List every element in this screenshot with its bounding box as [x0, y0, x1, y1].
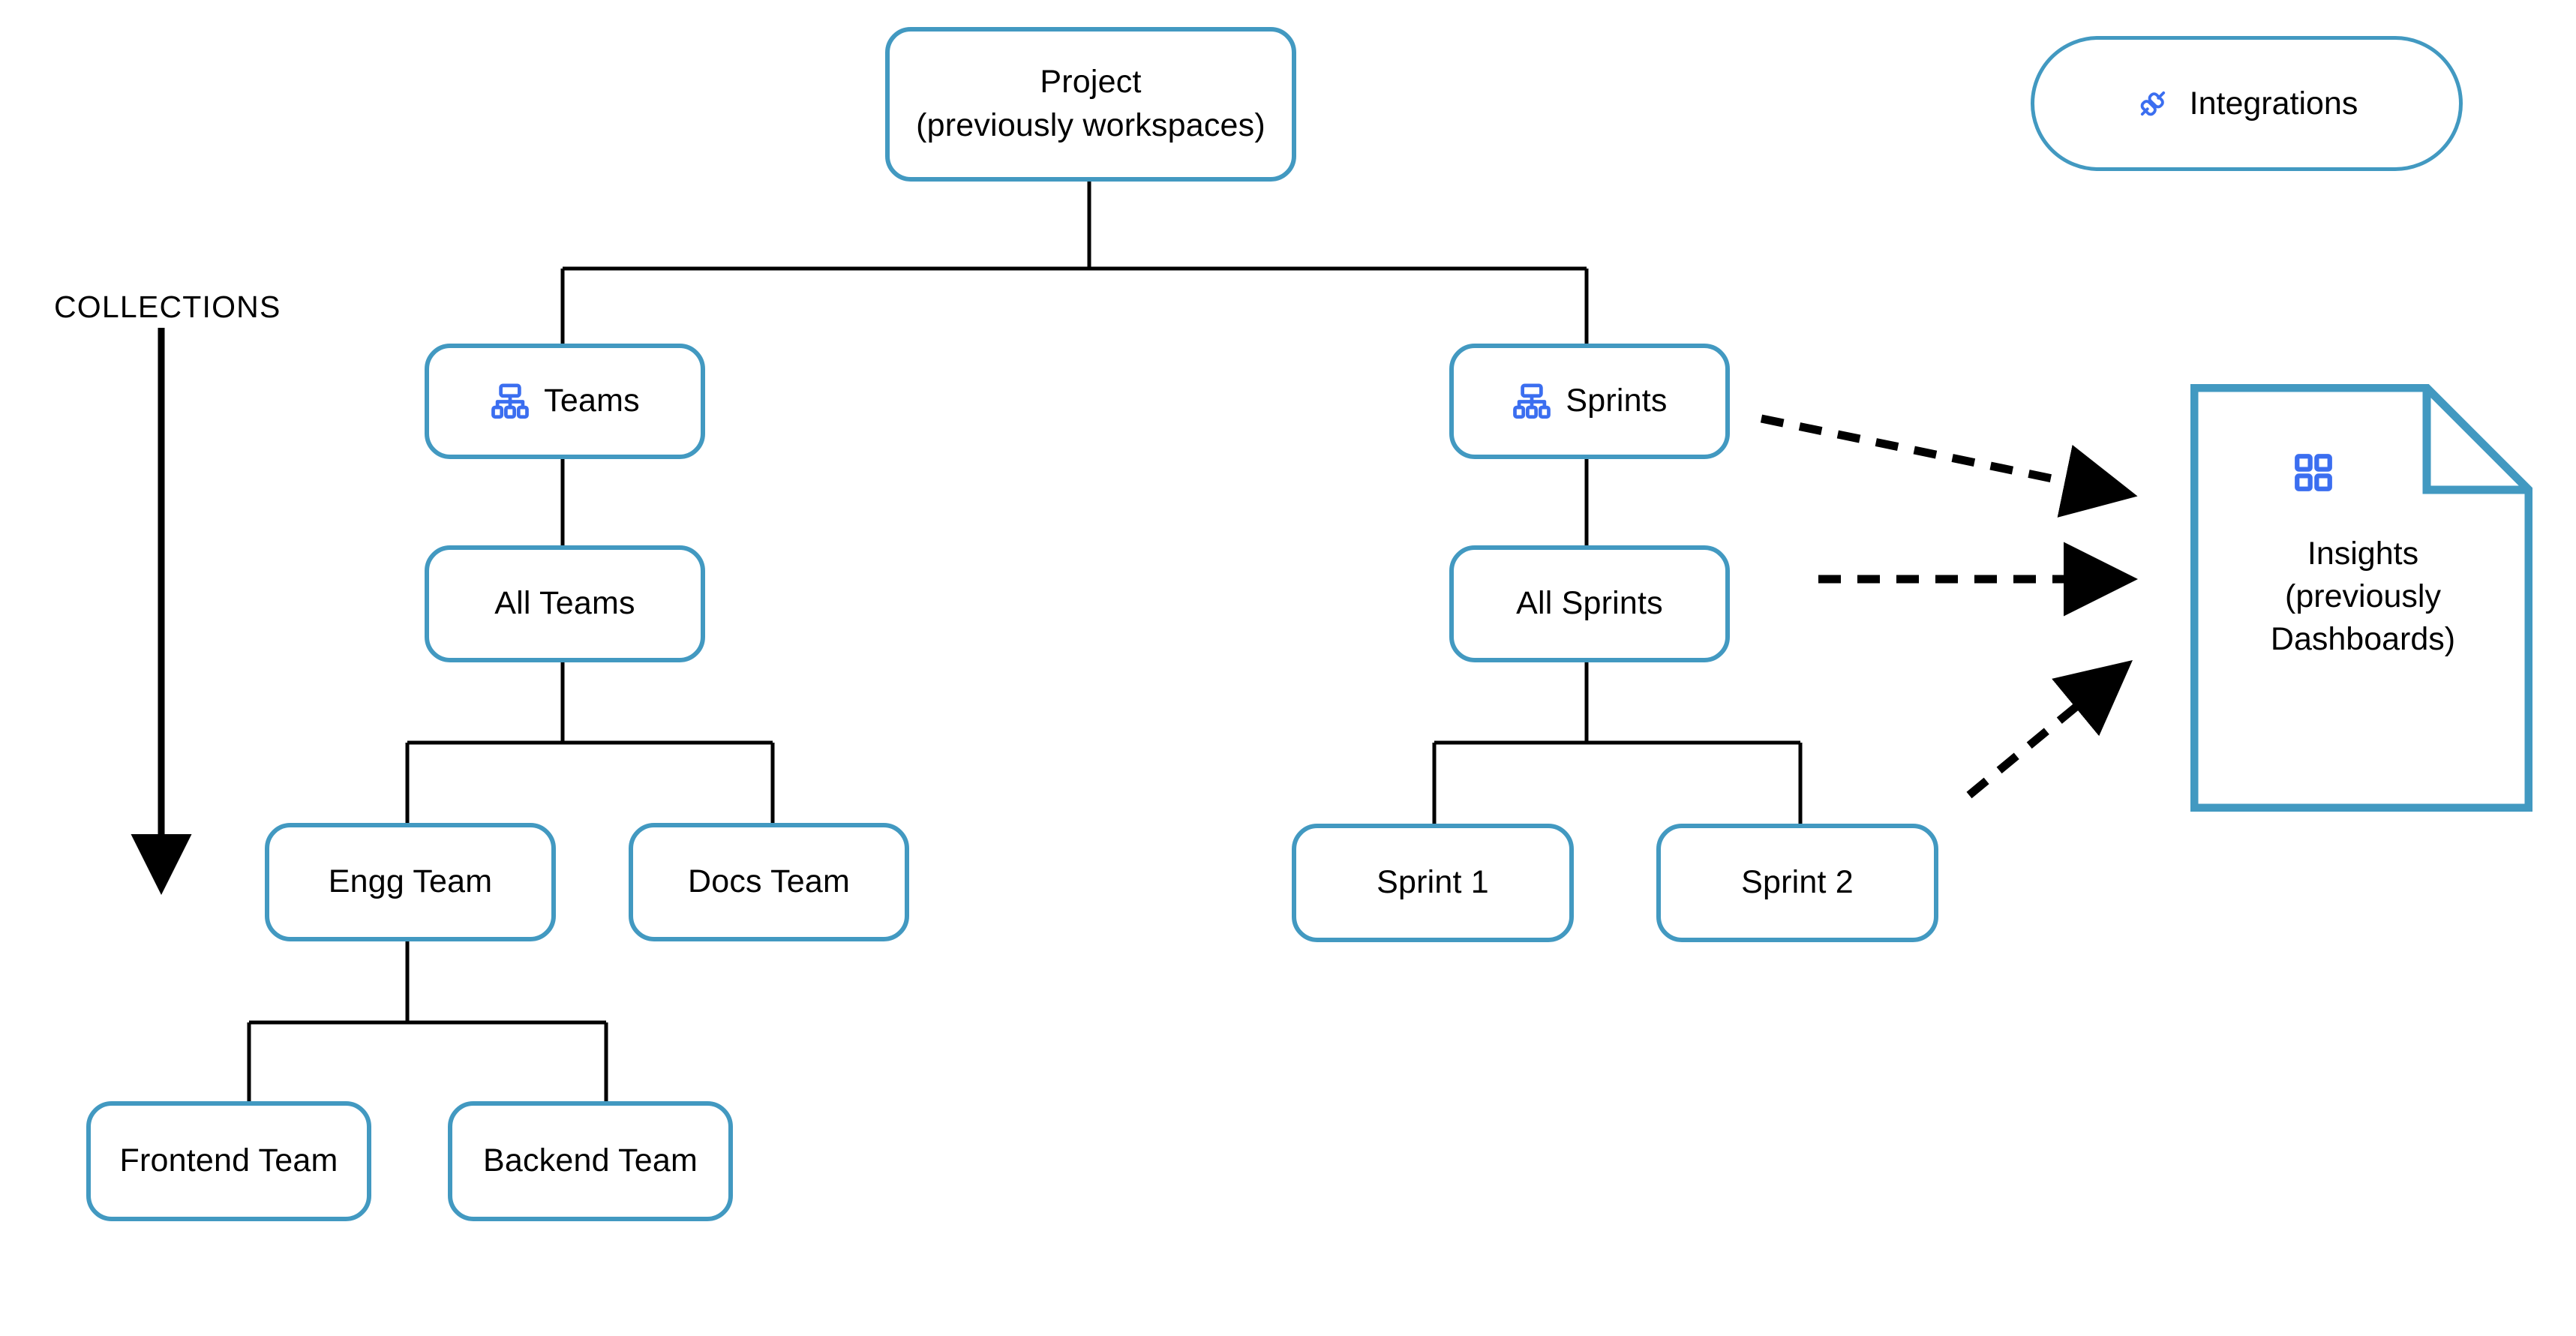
node-backend-team[interactable]: Backend Team	[448, 1101, 733, 1221]
node-sprint-2[interactable]: Sprint 2	[1656, 824, 1938, 942]
node-engg-team[interactable]: Engg Team	[265, 823, 556, 941]
node-backend-team-label: Backend Team	[482, 1142, 698, 1179]
node-project[interactable]: Project (previously workspaces)	[885, 27, 1296, 182]
node-docs-team[interactable]: Docs Team	[629, 823, 909, 941]
node-project-label: Project (previously workspaces)	[916, 64, 1265, 143]
node-sprint-1-label: Sprint 1	[1377, 864, 1489, 901]
node-insights[interactable]	[2190, 384, 2532, 812]
hierarchy-icon	[1512, 381, 1552, 422]
node-frontend-team-label: Frontend Team	[119, 1142, 338, 1179]
node-all-sprints[interactable]: All Sprints	[1449, 545, 1730, 662]
node-teams-label: Teams	[544, 383, 640, 419]
node-sprint-2-label: Sprint 2	[1741, 864, 1854, 901]
node-integrations-label: Integrations	[2189, 85, 2358, 122]
node-sprints[interactable]: Sprints	[1449, 344, 1730, 459]
dashboard-grid-icon	[2292, 451, 2335, 494]
hierarchy-icon	[490, 381, 530, 422]
node-all-teams[interactable]: All Teams	[425, 545, 705, 662]
node-frontend-team[interactable]: Frontend Team	[86, 1101, 371, 1221]
node-sprints-label: Sprints	[1566, 383, 1668, 419]
node-engg-team-label: Engg Team	[328, 863, 493, 900]
node-insights-label: Insights (previously Dashboards)	[2270, 536, 2456, 657]
node-integrations[interactable]: Integrations	[2031, 36, 2463, 171]
node-all-teams-label: All Teams	[494, 585, 635, 622]
node-docs-team-label: Docs Team	[687, 863, 851, 900]
node-all-sprints-label: All Sprints	[1516, 585, 1663, 622]
collections-section-label: COLLECTIONS	[54, 290, 281, 324]
plug-connector-icon	[2136, 86, 2170, 121]
node-teams[interactable]: Teams	[425, 344, 705, 459]
node-sprint-1[interactable]: Sprint 1	[1292, 824, 1574, 942]
